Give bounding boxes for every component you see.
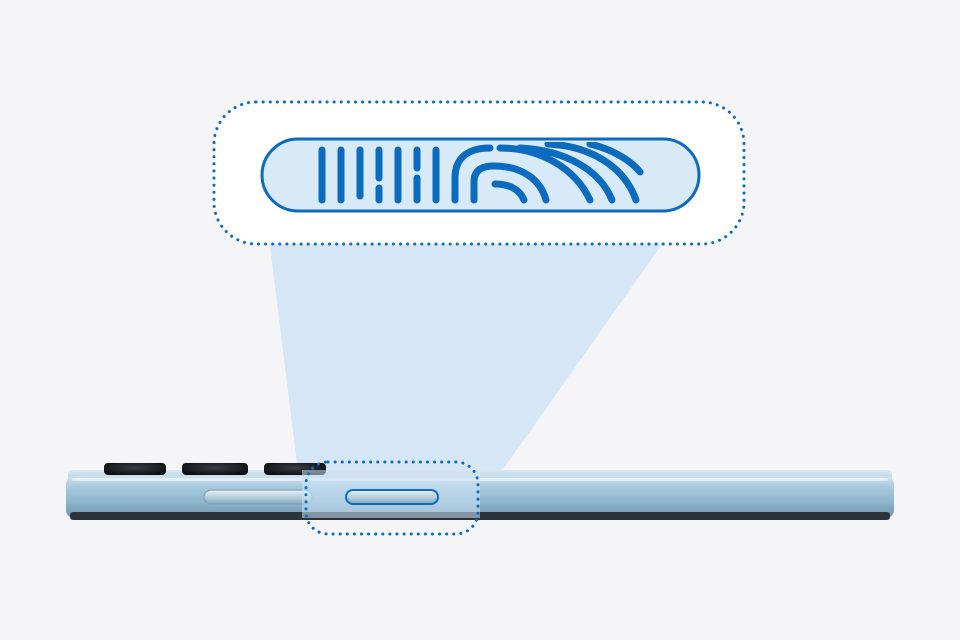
volume-button bbox=[203, 489, 313, 505]
dotted-outline-small bbox=[304, 460, 480, 536]
side-button bbox=[345, 489, 439, 505]
camera-bump bbox=[104, 463, 326, 475]
fingerprint-icon bbox=[318, 142, 644, 204]
dotted-rounded-outline bbox=[212, 100, 746, 246]
projection-beam bbox=[268, 230, 672, 488]
